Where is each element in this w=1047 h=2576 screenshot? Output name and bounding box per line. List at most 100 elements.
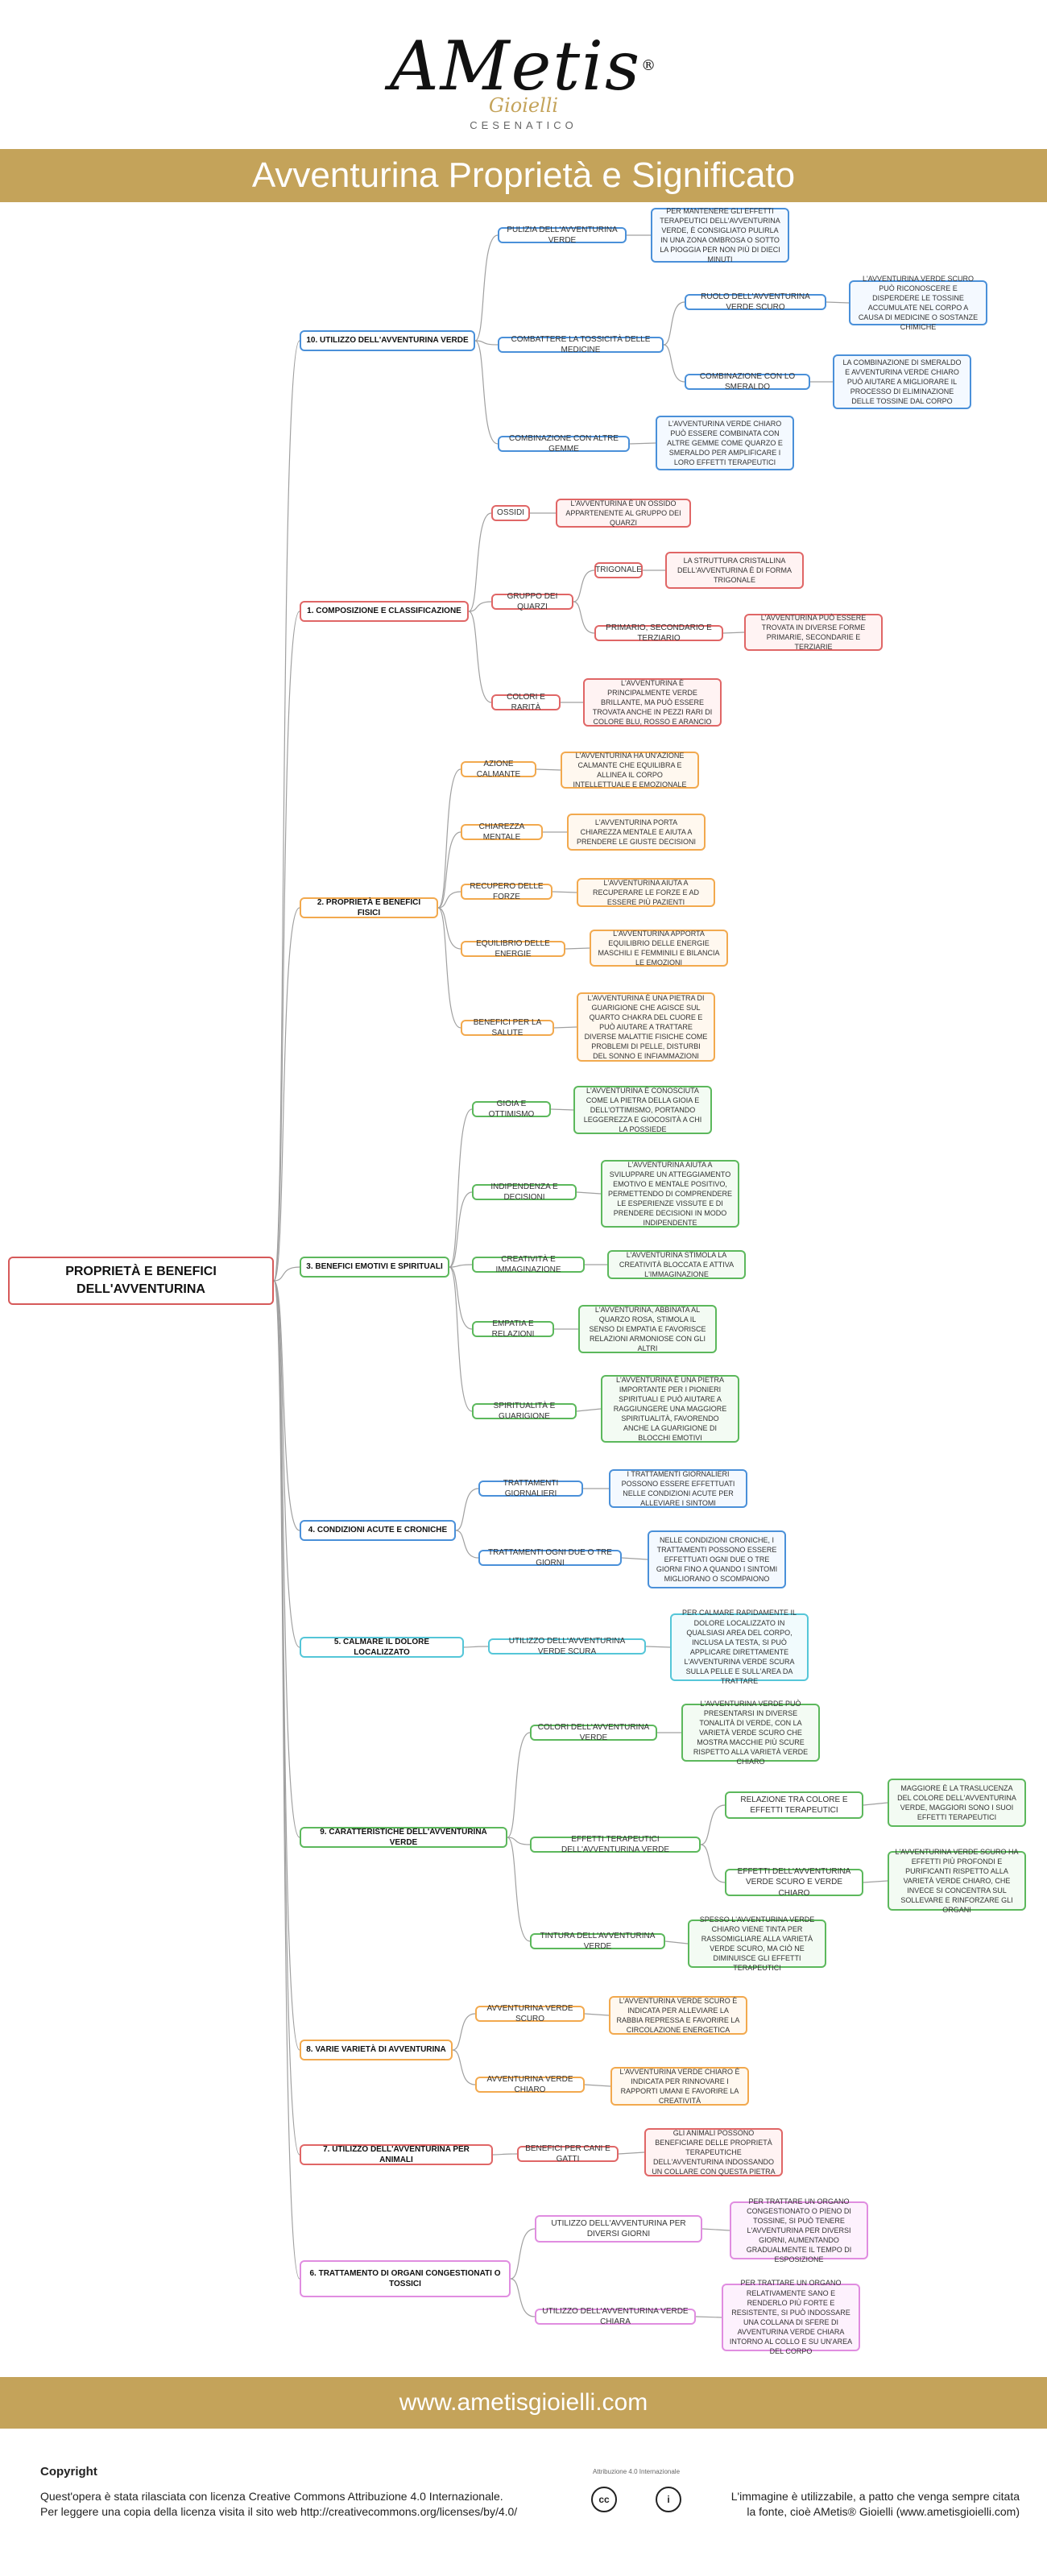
connector-b3-ind-t — [576, 1191, 602, 1195]
connector-b4-due-t — [621, 1557, 648, 1560]
text-b10-gem: L'AVVENTURINA VERDE CHIARO PUÒ ESSERE CO… — [656, 416, 794, 470]
connector-b9-rel-t — [863, 1802, 888, 1806]
usage-line-2: la fonte, cioè AMetis® Gioielli (www.ame… — [747, 2505, 1020, 2518]
copyright-heading: Copyright — [40, 2465, 97, 2479]
node-b4-gio: TRATTAMENTI GIORNALIERI — [478, 1479, 583, 1498]
connector-b3-cre — [449, 1264, 473, 1268]
connector-b9-eff2 — [700, 1844, 726, 1883]
branch-b2: 2. PROPRIETÀ E BENEFICI FISICI — [300, 897, 438, 918]
connector-b7-ben-t — [618, 2151, 645, 2155]
text-b6-chi: PER TRATTARE UN ORGANO RELATIVAMENTE SAN… — [722, 2279, 860, 2355]
connector-b3-gioia — [449, 1108, 473, 1268]
page-title: Avventurina Proprietà e Significato — [0, 149, 1047, 202]
license-text: Quest'opera è stata rilasciata con licen… — [40, 2489, 620, 2520]
node-b10-smer: COMBINAZIONE CON LO SMERALDO — [685, 372, 810, 391]
text-b7-ben: GLI ANIMALI POSSONO BENEFICIARE DELLE PR… — [644, 2128, 783, 2176]
text-b8-sc: L'AVVENTURINA VERDE SCURO È INDICATA PER… — [609, 1996, 747, 2035]
node-b2-chiar: CHIAREZZA MENTALE — [461, 822, 543, 842]
text-b2-eq: L'AVVENTURINA APPORTA EQUILIBRIO DELLE E… — [590, 930, 728, 967]
footer-url[interactable]: www.ametisgioielli.com — [0, 2377, 1047, 2429]
connector-b3-spi-t — [576, 1408, 602, 1412]
attribution-icon: i — [656, 2487, 681, 2512]
node-b4-due: TRATTAMENTI OGNI DUE O TRE GIORNI — [478, 1548, 622, 1568]
text-b8-ch: L'AVVENTURINA VERDE CHIARO È INDICATA PE… — [610, 2067, 749, 2106]
connector-b6-div — [510, 2228, 536, 2280]
text-b1-trig: LA STRUTTURA CRISTALLINA DELL'AVVENTURIN… — [665, 552, 804, 589]
node-b3-ind: INDIPENDENZA E DECISIONI — [472, 1182, 577, 1202]
connector-b3 — [273, 1266, 300, 1282]
connector-b5-uso — [463, 1646, 489, 1648]
root-node: PROPRIETÀ E BENEFICI DELL'AVVENTURINA — [8, 1257, 274, 1305]
connector-b5-uso-t — [645, 1646, 671, 1648]
connector-b2-rec — [437, 891, 461, 909]
node-b8-ch: AVVENTURINA VERDE CHIARO — [475, 2075, 585, 2094]
branch-b3: 3. BENEFICI EMOTIVI E SPIRITUALI — [300, 1257, 449, 1278]
node-b9-col: COLORI DELL'AVVENTURINA VERDE — [530, 1723, 657, 1742]
node-b3-gioia: GIOIA E OTTIMISMO — [472, 1100, 551, 1119]
node-b1-prim: PRIMARIO, SECONDARIO E TERZIARIO — [594, 623, 723, 643]
connector-b10-ruolo-t — [826, 301, 850, 304]
text-b9-rel: MAGGIORE È LA TRASLUCENZA DEL COLORE DEL… — [888, 1779, 1026, 1827]
connector-b8-ch-t — [584, 2084, 611, 2087]
node-b1-oss: OSSIDI — [491, 505, 530, 521]
node-b9-tin: TINTURA DELL'AVVENTURINA VERDE — [530, 1932, 665, 1951]
text-b2-calm: L'AVVENTURINA HA UN'AZIONE CALMANTE CHE … — [561, 752, 699, 789]
text-b10-smer: LA COMBINAZIONE DI SMERALDO E AVVENTURIN… — [833, 354, 971, 409]
text-b10-pul: PER MANTENERE GLI EFFETTI TERAPEUTICI DE… — [651, 207, 789, 263]
connector-b8-sc — [452, 2013, 476, 2051]
connector-b1-gq — [468, 601, 492, 612]
node-b6-div: UTILIZZO DELL'AVVENTURINA PER DIVERSI GI… — [535, 2215, 702, 2243]
brand-reg: ® — [641, 57, 658, 74]
cc-caption: Attribuzione 4.0 Internazionale — [592, 2468, 681, 2475]
connector-b4-gio — [455, 1488, 479, 1531]
connector-b9 — [273, 1280, 300, 1838]
connector-b2-calm-t — [536, 768, 561, 771]
connector-b3-ind — [449, 1191, 473, 1268]
connector-b10-smer — [663, 344, 685, 383]
connector-b6 — [273, 1280, 300, 2280]
text-b2-sal: L'AVVENTURINA È UNA PIETRA DI GUARIGIONE… — [577, 992, 715, 1062]
connector-b10-tox — [474, 340, 499, 346]
text-b3-gioia: L'AVVENTURINA È CONOSCIUTA COME LA PIETR… — [573, 1086, 712, 1134]
text-b1-col: L'AVVENTURINA È PRINCIPALMENTE VERDE BRI… — [583, 678, 722, 727]
connector-b2-sal — [437, 907, 461, 1029]
node-b7-ben: BENEFICI PER CANI E GATTI — [517, 2144, 619, 2164]
node-b3-cre: CREATIVITÀ E IMMAGINAZIONE — [472, 1255, 585, 1274]
branch-b5: 5. CALMARE IL DOLORE LOCALIZZATO — [300, 1637, 464, 1658]
connector-b7-ben — [492, 2153, 518, 2156]
connector-b10 — [273, 340, 300, 1282]
connector-b6-chi — [510, 2278, 536, 2317]
connector-b9-rel — [700, 1804, 726, 1845]
text-b9-tin: SPESSO L'AVVENTURINA VERDE CHIARO VIENE … — [688, 1915, 826, 1972]
copyright-section: Copyright Quest'opera è stata rilasciata… — [40, 2465, 1020, 2518]
node-b10-ruolo: RUOLO DELL'AVVENTURINA VERDE SCURO — [685, 292, 826, 312]
node-b9-rel: RELAZIONE TRA COLORE E EFFETTI TERAPEUTI… — [725, 1791, 863, 1819]
connector-b3-emp — [449, 1266, 473, 1330]
connector-b9-tin-t — [664, 1940, 689, 1944]
node-b3-spi: SPIRITUALITÀ E GUARIGIONE — [472, 1402, 577, 1421]
connector-b10-gem-t — [629, 442, 656, 445]
license-line-1: Quest'opera è stata rilasciata con licen… — [40, 2490, 503, 2503]
text-b4-gio: I TRATTAMENTI GIORNALIERI POSSONO ESSERE… — [609, 1469, 747, 1508]
text-b9-eff2: L'AVVENTURINA VERDE SCURO HA EFFETTI PIÙ… — [888, 1848, 1026, 1914]
text-b2-chiar: L'AVVENTURINA PORTA CHIAREZZA MENTALE E … — [567, 814, 706, 851]
connector-b2-eq — [437, 907, 461, 950]
text-b5-uso: PER CALMARE RAPIDAMENTE IL DOLORE LOCALI… — [670, 1609, 809, 1685]
usage-line-1: L'immagine è utilizzabile, a patto che v… — [730, 2490, 1020, 2503]
text-b2-rec: L'AVVENTURINA AIUTA A RECUPERARE LE FORZ… — [577, 878, 715, 907]
connector-b8-ch — [452, 2049, 476, 2085]
cc-badge[interactable]: Attribuzione 4.0 Internazionale cc i — [572, 2468, 701, 2512]
node-b8-sc: AVVENTURINA VERDE SCURO — [475, 2004, 585, 2023]
node-b1-col: COLORI E RARITÀ — [491, 693, 561, 712]
node-b2-rec: RECUPERO DELLE FORZE — [461, 882, 552, 901]
connector-b2-calm — [437, 768, 461, 909]
connector-b5 — [273, 1280, 300, 1648]
usage-text: L'immagine è utilizzabile, a patto che v… — [714, 2489, 1020, 2520]
connector-b1-col — [468, 611, 492, 703]
node-b9-eff: EFFETTI TERAPEUTICI DELL'AVVENTURINA VER… — [530, 1835, 701, 1854]
connector-b3-gioia-t — [550, 1108, 574, 1111]
node-b2-sal: BENEFICI PER LA SALUTE — [461, 1018, 554, 1037]
text-b3-cre: L'AVVENTURINA STIMOLA LA CREATIVITÀ BLOC… — [607, 1250, 746, 1279]
connector-b1-prim — [573, 601, 595, 634]
connector-b10-ruolo — [663, 301, 685, 346]
